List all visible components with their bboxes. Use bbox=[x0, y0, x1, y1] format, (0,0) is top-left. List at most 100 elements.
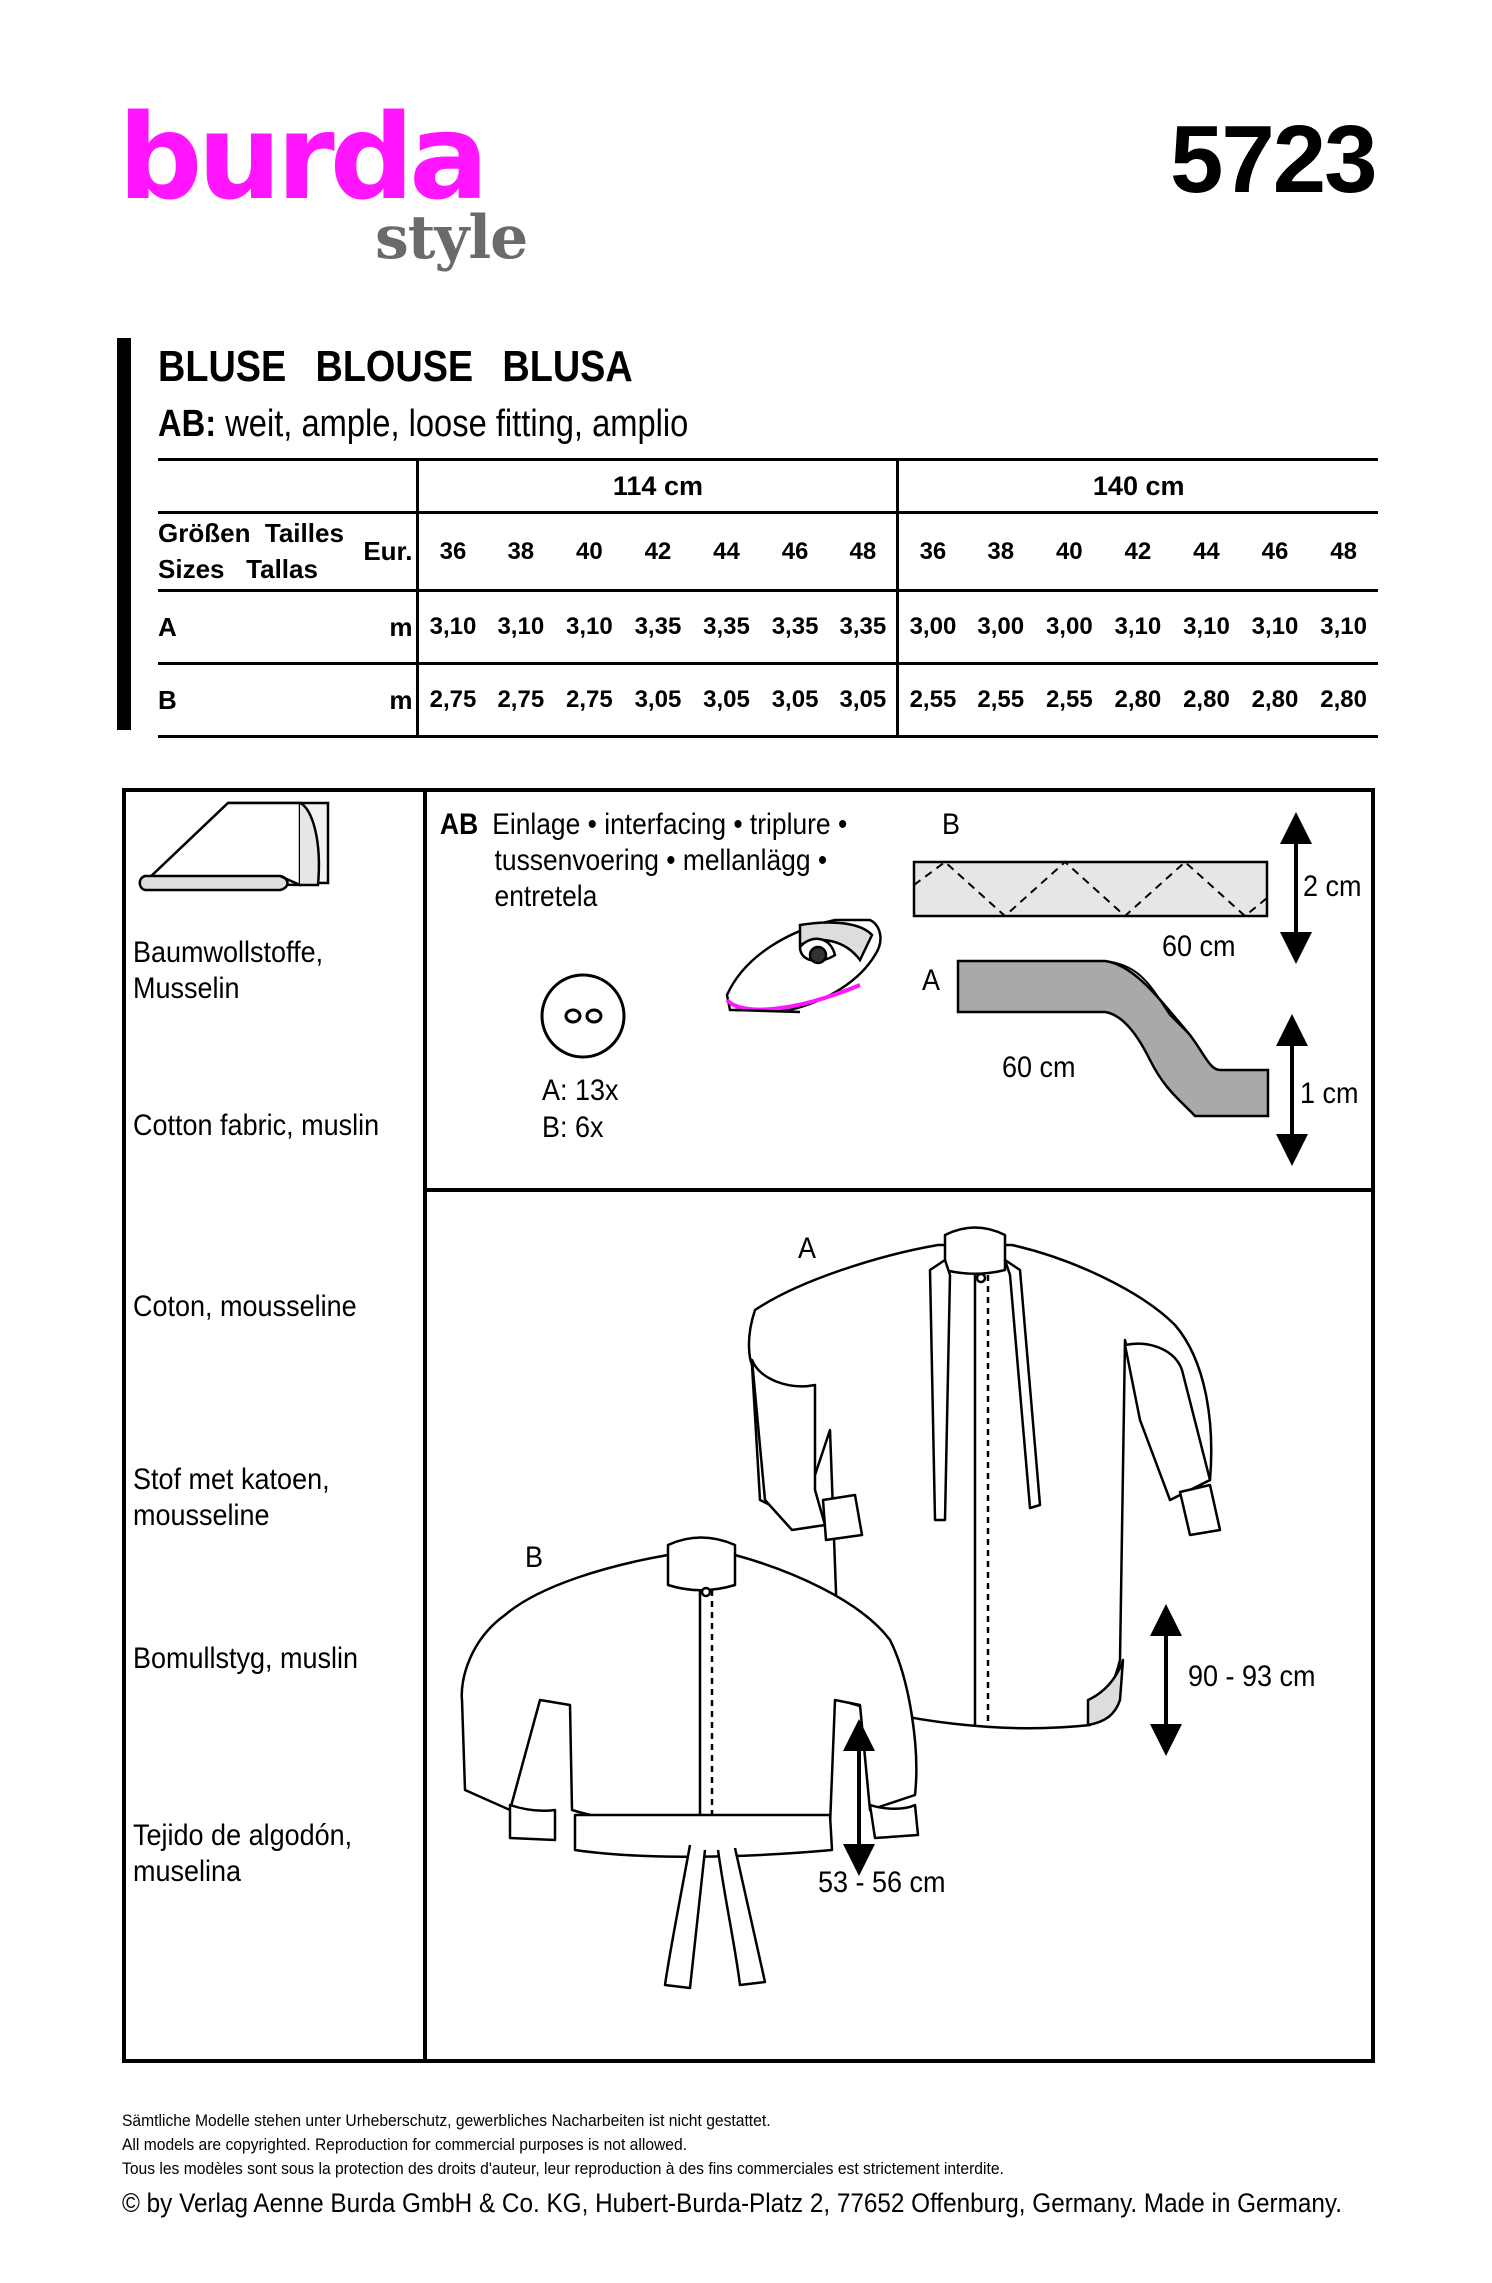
view-b-label: B bbox=[525, 1541, 544, 1574]
yardage-cell: 2,55 bbox=[896, 663, 967, 738]
yardage-cell: 3,10 bbox=[416, 590, 487, 665]
interfacing-strip-icon bbox=[912, 860, 1269, 918]
pattern-number: 5723 bbox=[1170, 106, 1378, 213]
yardage-cell: 2,55 bbox=[1035, 663, 1104, 738]
column-divider bbox=[423, 788, 427, 2063]
requirements-box bbox=[122, 788, 1375, 2063]
fabric-nl: Stof met katoen,mousseline bbox=[133, 1463, 330, 1532]
copyright-notice-en: All models are copyrighted. Reproduction… bbox=[122, 2135, 688, 2154]
width-140: 140 cm bbox=[896, 458, 1378, 514]
size-cell: 40 bbox=[555, 512, 624, 592]
title-bar bbox=[117, 338, 131, 730]
size-cell: 48 bbox=[829, 512, 898, 592]
row-divider bbox=[423, 1188, 1375, 1192]
width-114: 114 cm bbox=[416, 458, 898, 514]
interfacing-strip-icon bbox=[956, 959, 1270, 1118]
fit-label: AB: bbox=[158, 403, 217, 445]
size-cell: 40 bbox=[1035, 512, 1104, 592]
notions-views: AB bbox=[440, 808, 479, 841]
yardage-cell: 3,10 bbox=[1172, 590, 1241, 665]
yardage-cell: 3,05 bbox=[623, 663, 693, 738]
yardage-cell: 3,10 bbox=[1309, 590, 1378, 665]
yardage-cell: 2,75 bbox=[416, 663, 487, 738]
strip-b-label: B bbox=[942, 808, 961, 841]
yardage-cell: 3,00 bbox=[1035, 590, 1104, 665]
view-label: B bbox=[158, 663, 353, 738]
copyright-line: © by Verlag Aenne Burda GmbH & Co. KG, H… bbox=[122, 2188, 1343, 2218]
yardage-cell: 2,75 bbox=[555, 663, 624, 738]
brand-name: burda bbox=[118, 88, 489, 226]
view-a-label: A bbox=[798, 1232, 817, 1265]
title-en: BLOUSE bbox=[315, 342, 474, 391]
size-cell: 42 bbox=[623, 512, 693, 592]
yardage-cell: 2,55 bbox=[966, 663, 1036, 738]
length-b: 53 - 56 cm bbox=[818, 1866, 946, 1899]
copyright-notice-fr: Tous les modèles sont sous la protection… bbox=[122, 2159, 1004, 2178]
yardage-cell: 3,00 bbox=[966, 590, 1036, 665]
yardage-cell: 2,80 bbox=[1103, 663, 1173, 738]
yardage-cell: 3,35 bbox=[623, 590, 693, 665]
yardage-cell: 3,05 bbox=[760, 663, 830, 738]
fabric-de: Baumwollstoffe,Musselin bbox=[133, 936, 324, 1005]
buttons-b: B: 6x bbox=[542, 1111, 604, 1144]
yardage-cell: 3,10 bbox=[1240, 590, 1310, 665]
view-label: A bbox=[158, 590, 353, 665]
copyright-notice-de: Sämtliche Modelle stehen unter Urhebersc… bbox=[122, 2111, 771, 2130]
strip-b-length: 60 cm bbox=[1162, 930, 1236, 963]
fabric-en: Cotton fabric, muslin bbox=[133, 1109, 380, 1142]
size-cell: 36 bbox=[416, 512, 487, 592]
iron-icon bbox=[725, 918, 882, 1014]
length-a: 90 - 93 cm bbox=[1188, 1660, 1316, 1693]
title-de: BLUSE bbox=[158, 342, 287, 391]
button-icon bbox=[540, 973, 626, 1059]
yardage-cell: 3,10 bbox=[555, 590, 624, 665]
strip-b-width: 2 cm bbox=[1303, 870, 1362, 903]
buttons-a: A: 13x bbox=[542, 1074, 619, 1107]
fit-text: weit, ample, loose fitting, amplio bbox=[225, 403, 689, 445]
size-cell: 38 bbox=[966, 512, 1036, 592]
yardage-cell: 3,00 bbox=[896, 590, 967, 665]
unit-label: m bbox=[352, 663, 418, 738]
size-cell: 36 bbox=[896, 512, 967, 592]
yardage-cell: 3,35 bbox=[829, 590, 898, 665]
blouse-b-drawing bbox=[460, 1536, 920, 1990]
fabric-fr: Coton, mousseline bbox=[133, 1290, 357, 1323]
strip-a-length: 60 cm bbox=[1002, 1051, 1076, 1084]
yardage-cell: 2,80 bbox=[1309, 663, 1378, 738]
fit-description: AB: weit, ample, loose fitting, amplio bbox=[158, 405, 688, 443]
fabric-sv: Bomullstyg, muslin bbox=[133, 1642, 359, 1675]
brand-subtitle: style bbox=[375, 203, 528, 273]
fabric-bolt-icon bbox=[138, 801, 330, 892]
garment-title: BLUSE BLOUSE BLUSA bbox=[158, 345, 662, 389]
yardage-cell: 2,80 bbox=[1240, 663, 1310, 738]
yardage-cell: 3,10 bbox=[486, 590, 556, 665]
fabric-width-row: 114 cm 140 cm bbox=[158, 458, 1378, 514]
yardage-cell: 2,75 bbox=[486, 663, 556, 738]
size-cell: 46 bbox=[1240, 512, 1310, 592]
size-cell: 42 bbox=[1103, 512, 1173, 592]
brand-logo: burda bbox=[118, 98, 489, 216]
yardage-cell: 3,35 bbox=[692, 590, 761, 665]
blouse-a-drawing bbox=[747, 1226, 1222, 1730]
yardage-cell: 3,05 bbox=[829, 663, 898, 738]
yardage-cell: 3,05 bbox=[692, 663, 761, 738]
strip-a-label: A bbox=[922, 964, 941, 997]
yardage-row-b: B m 2,75 2,75 2,75 3,05 3,05 3,05 3,05 2… bbox=[158, 663, 1378, 738]
yardage-cell: 2,80 bbox=[1172, 663, 1241, 738]
strip-a-width: 1 cm bbox=[1300, 1077, 1359, 1110]
size-cell: 44 bbox=[1172, 512, 1241, 592]
yardage-cell: 3,10 bbox=[1103, 590, 1173, 665]
size-cell: 48 bbox=[1309, 512, 1378, 592]
size-cell: 44 bbox=[692, 512, 761, 592]
size-cell: 46 bbox=[760, 512, 830, 592]
title-es: BLUSA bbox=[502, 342, 633, 391]
yardage-row-a: A m 3,10 3,10 3,10 3,35 3,35 3,35 3,35 3… bbox=[158, 590, 1378, 665]
unit-label: m bbox=[352, 590, 418, 665]
eur-label: Eur. bbox=[352, 512, 418, 592]
fabric-es: Tejido de algodón,muselina bbox=[133, 1819, 353, 1888]
